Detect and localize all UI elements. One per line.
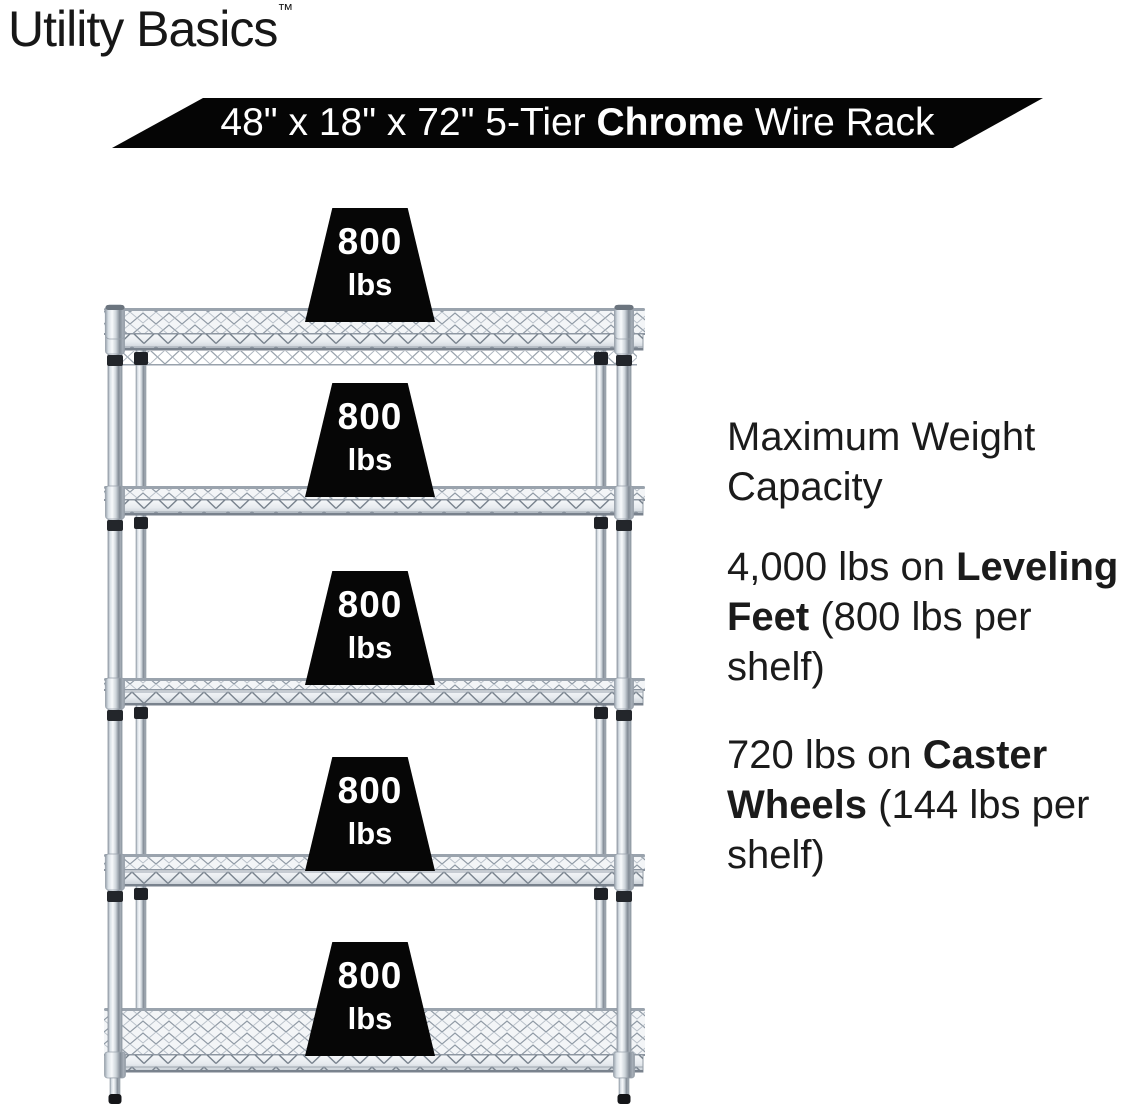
- weight-unit: lbs: [347, 816, 393, 851]
- leveling-text-post: (800 lbs per shelf): [727, 595, 1032, 689]
- banner-text-pre: 48" x 18" x 72" 5-Tier: [220, 101, 597, 144]
- weight-unit: lbs: [347, 630, 393, 665]
- shelf-3: [104, 678, 645, 706]
- banner-text-post: Wire Rack: [743, 101, 935, 144]
- weight-value: 800: [337, 584, 403, 625]
- product-title-banner: 48" x 18" x 72" 5-Tier Chrome Wire Rack: [112, 98, 1043, 148]
- weight-value: 800: [337, 955, 403, 996]
- brand-logo: Utility Basics™: [8, 0, 293, 58]
- leveling-text-pre: 4,000 lbs on: [727, 545, 957, 589]
- leveling-text-bold: Leveling Feet: [727, 545, 1119, 639]
- weight-value: 800: [337, 396, 403, 437]
- caster-wheels-paragraph: 720 lbs on Caster Wheels (144 lbs per sh…: [727, 730, 1126, 880]
- back-post-collars: [134, 352, 608, 900]
- weight-unit: lbs: [347, 267, 393, 302]
- brand-name: Utility Basics: [8, 1, 278, 57]
- capacity-details: Maximum Weight Capacity 4,000 lbs on Lev…: [727, 412, 1126, 918]
- weight-unit: lbs: [347, 1001, 393, 1036]
- leveling-feet: [104, 1051, 635, 1104]
- weight-value: 800: [337, 221, 403, 262]
- weight-value: 800: [337, 770, 403, 811]
- banner-text-highlight: Chrome: [596, 101, 744, 144]
- weight-unit: lbs: [347, 442, 393, 477]
- caster-text-post: (144 lbs per shelf): [727, 783, 1090, 877]
- caster-text-bold: Caster Wheels: [727, 733, 1048, 827]
- trademark-symbol: ™: [277, 2, 294, 19]
- post-top-caps: [105, 304, 634, 340]
- caster-text-pre: 720 lbs on: [727, 733, 923, 777]
- leveling-feet-paragraph: 4,000 lbs on Leveling Feet (800 lbs per …: [727, 542, 1126, 692]
- capacity-heading: Maximum Weight Capacity: [727, 415, 1036, 509]
